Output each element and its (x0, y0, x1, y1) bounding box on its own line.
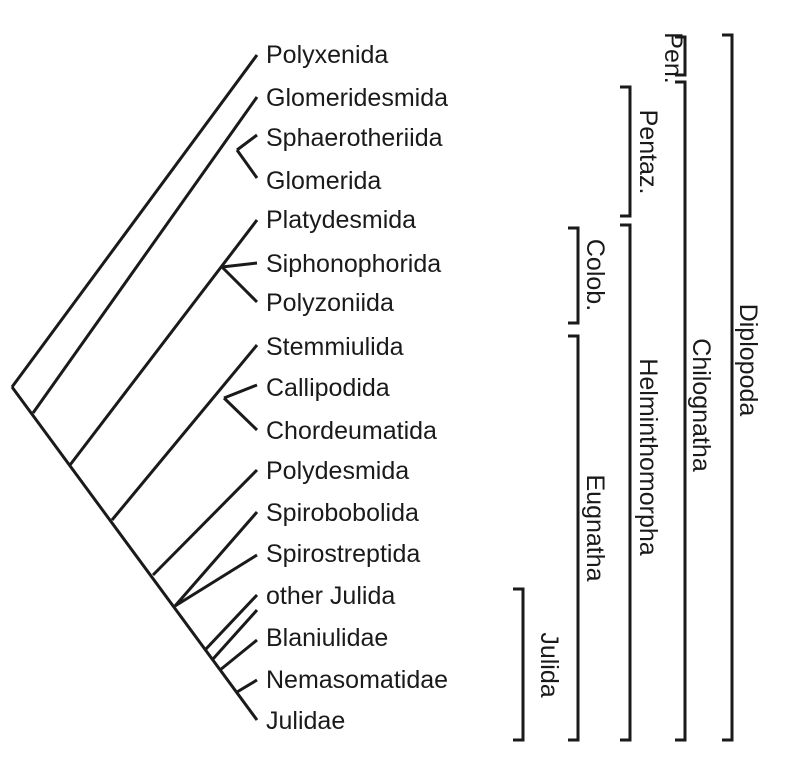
taxon-label: Spirostreptida (266, 540, 420, 568)
taxon-label: Blaniulidae (266, 624, 388, 652)
branch-sphaero-glomerida (236, 133, 258, 152)
taxon-label: Stemmiulida (266, 333, 404, 361)
taxon-labels: Polyxenida Glomeridesmida Sphaerotheriid… (266, 41, 448, 735)
group-label-eugnatha: Eugnatha (581, 474, 609, 581)
bracket-helminthomorpha (620, 223, 632, 742)
group-label-pen: Pen. (659, 32, 687, 83)
taxon-label: Glomeridesmida (266, 84, 448, 112)
branch-siphonophorida (221, 261, 258, 269)
branch-blaniulidae (219, 638, 258, 672)
branch-nemasomatidae (236, 678, 258, 694)
taxon-label: Polyxenida (266, 41, 388, 69)
group-label-colob: Colob. (581, 239, 609, 311)
branch-polyxenida (10, 54, 259, 388)
group-label-helminthomorpha: Helminthomorpha (634, 358, 662, 555)
branch-colobognatha (68, 219, 259, 466)
branch-sphaero-glomerida-2 (235, 149, 259, 179)
tree-branches (10, 54, 259, 721)
branch-polyzoniida (220, 265, 259, 304)
branch-other-julida (203, 593, 259, 652)
branch-call-chord-2 (222, 396, 259, 432)
branch-spirostreptida (174, 553, 258, 608)
group-label-pentaz: Pentaz. (634, 110, 662, 195)
bracket-pentaz (620, 85, 632, 218)
branch-root-to-julidae (10, 386, 259, 721)
group-label-diplopoda: Diplopoda (734, 304, 762, 417)
branch-spirobobolida (173, 511, 259, 607)
taxon-label: Platydesmida (266, 206, 416, 234)
bracket-chilognatha (675, 80, 687, 742)
taxon-label: Polydesmida (266, 457, 409, 485)
taxon-label: Nemasomatidae (266, 666, 448, 694)
bracket-diplopoda (722, 33, 734, 742)
bracket-colob (568, 226, 580, 325)
taxon-label: Glomerida (266, 167, 381, 195)
bracket-eugnatha (568, 334, 580, 742)
bracket-pen (675, 35, 687, 77)
group-brackets (513, 33, 734, 742)
taxon-label: Sphaerotheriida (266, 124, 443, 152)
group-labels: Julida Colob. Eugnatha Pentaz. Helmintho… (535, 32, 762, 697)
taxon-label: Chordeumatida (266, 417, 437, 445)
taxon-label: Spirobobolida (266, 499, 419, 527)
taxon-label: Callipodida (266, 374, 390, 402)
taxon-label: other Julida (266, 582, 395, 610)
branch-call-chord (223, 383, 258, 400)
group-label-julida: Julida (535, 632, 563, 697)
branch-nematophora (110, 344, 259, 521)
taxon-label: Polyzoniida (266, 289, 394, 317)
taxon-label: Julidae (266, 707, 345, 735)
branch-pentazonia (31, 96, 259, 414)
branch-polydesmida (151, 468, 259, 577)
taxon-label: Siphonophorida (266, 250, 441, 278)
bracket-julida (513, 587, 525, 742)
group-label-chilognatha: Chilognatha (687, 338, 715, 472)
branch-other-julida-2 (211, 608, 259, 661)
